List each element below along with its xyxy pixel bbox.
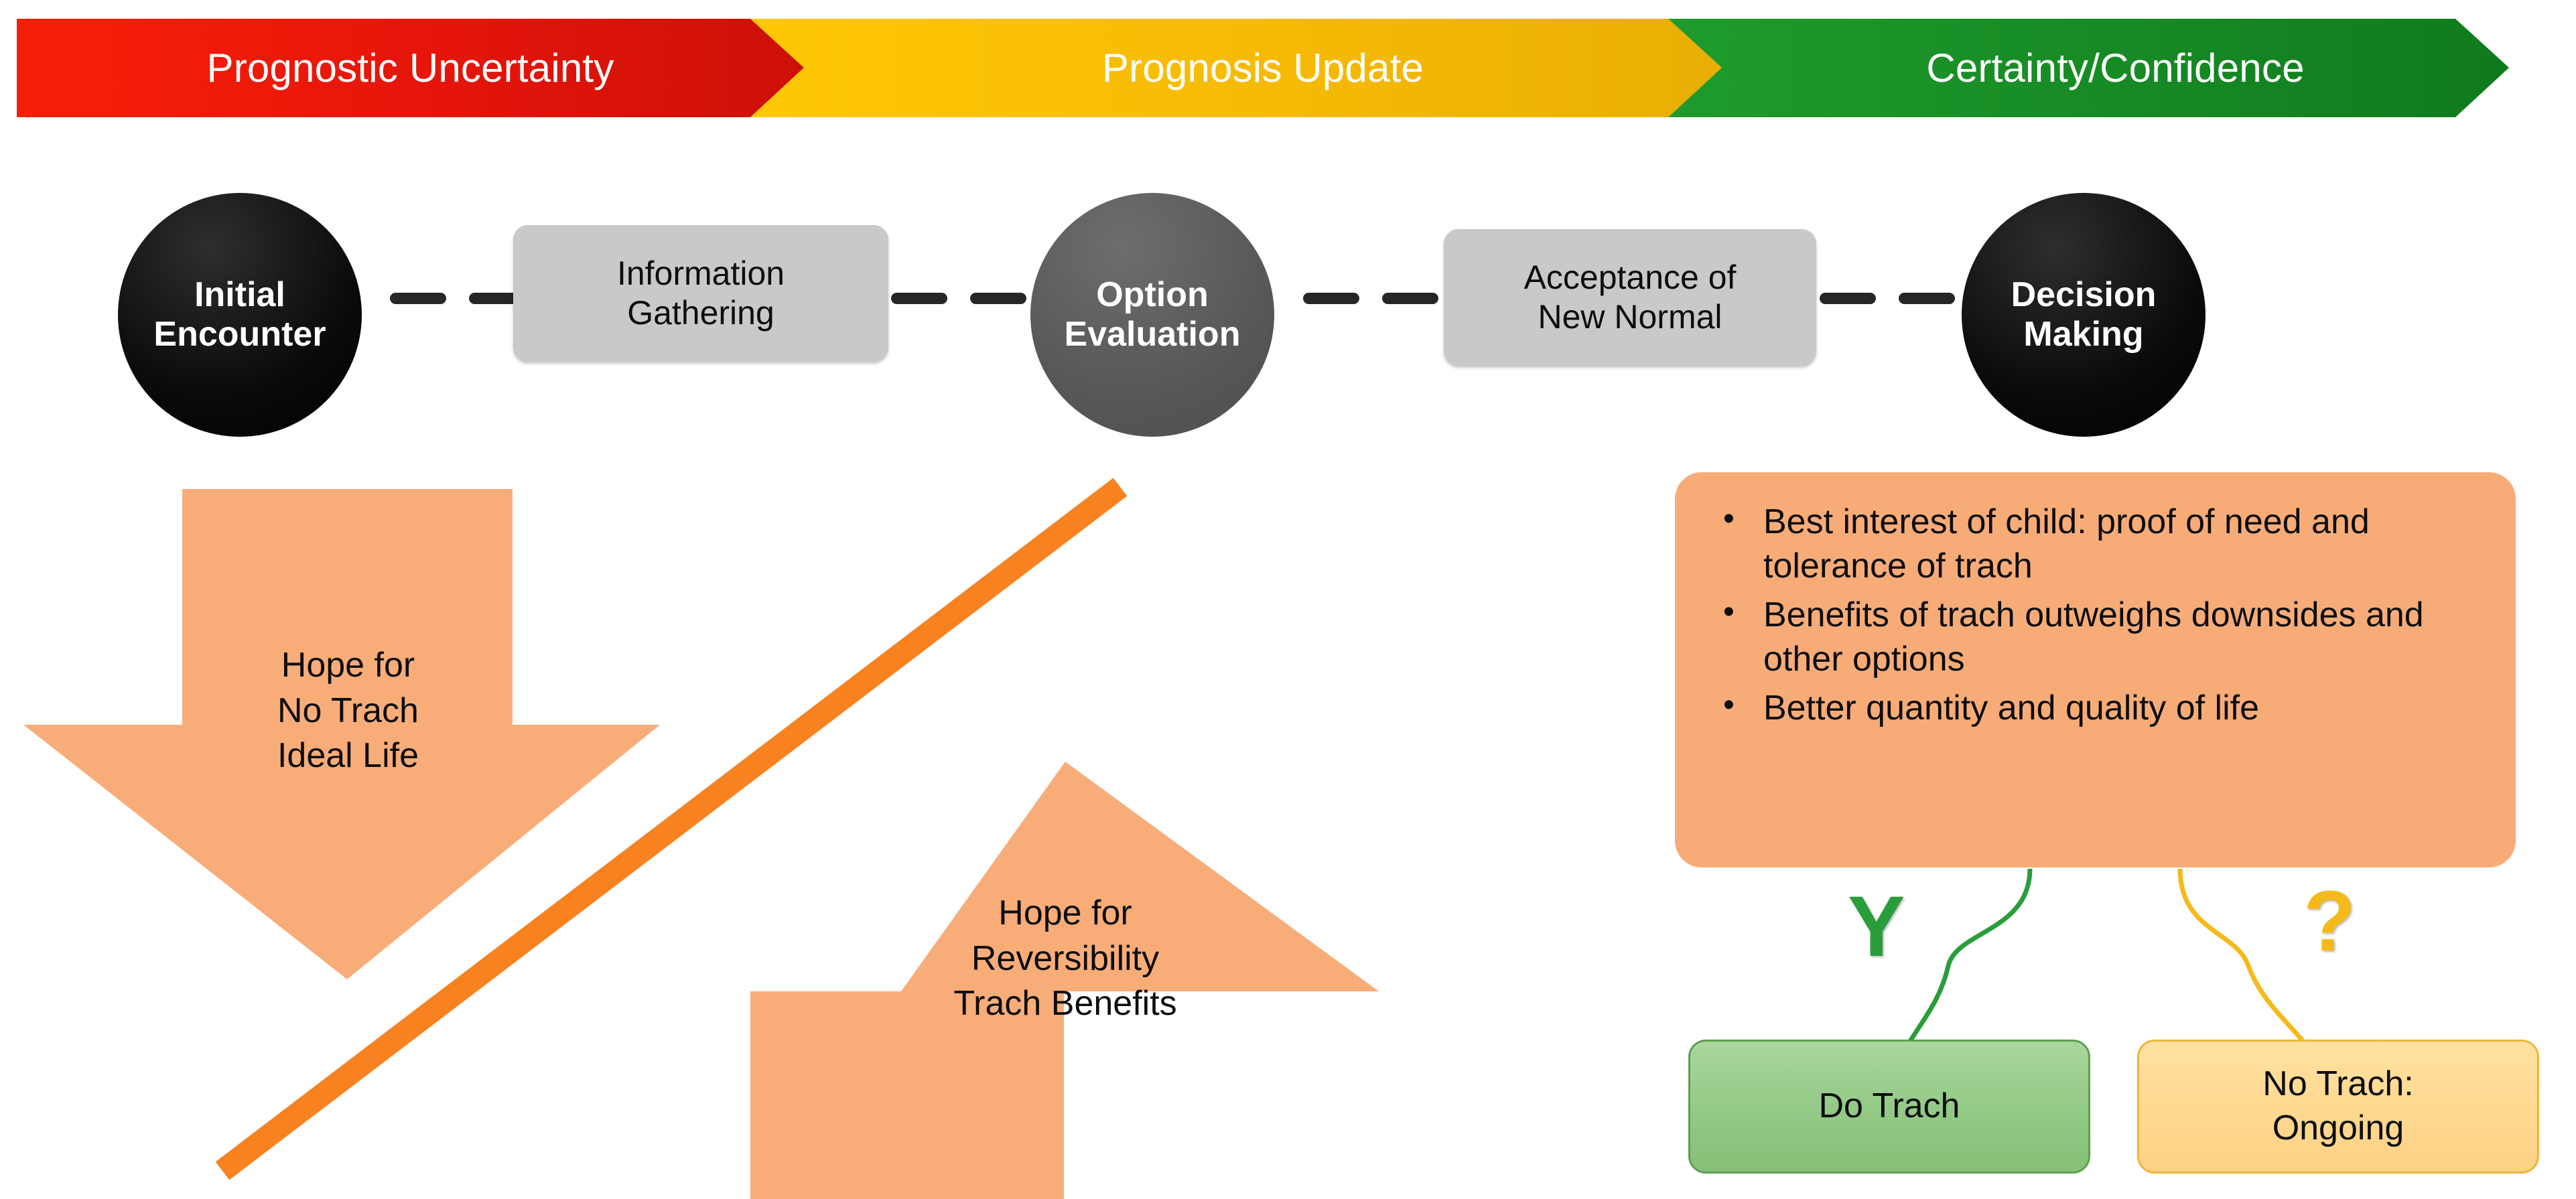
timeline-node-label: Option Evaluation <box>1064 275 1241 354</box>
timeline-dash-3a <box>1303 293 1359 304</box>
timeline-node-option-evaluation[interactable]: Option Evaluation <box>1030 193 1274 437</box>
green-decision-arrow-path <box>1888 868 2033 1080</box>
banner-label-prognostic-uncertainty: Prognostic Uncertainty <box>206 46 614 90</box>
banner-segment-shape-2 <box>1668 19 2509 117</box>
unknown-branch-glyph: ? <box>2303 873 2356 969</box>
timeline-node-label: Acceptance of New Normal <box>1523 259 1737 336</box>
timeline-dash-1a <box>390 293 446 304</box>
criteria-item: Benefits of trach outweighs downsides an… <box>1711 592 2485 681</box>
down-arrow-label: Hope for No Trach Ideal Life <box>277 646 419 776</box>
timeline-node-label: Information Gathering <box>616 255 785 332</box>
timeline-node-label: Initial Encounter <box>153 275 326 354</box>
banner-label-certainty-confidence: Certainty/Confidence <box>1926 46 2305 90</box>
criteria-item: Better quantity and quality of life <box>1711 685 2485 731</box>
timeline-dash-2b <box>970 293 1026 304</box>
timeline-node-decision-making[interactable]: Decision Making <box>1962 193 2206 437</box>
criteria-item: Best interest of child: proof of need an… <box>1711 499 2485 588</box>
timeline-dash-3b <box>1382 293 1438 304</box>
timeline-dash-1b <box>469 293 525 304</box>
criteria-list: Best interest of child: proof of need an… <box>1711 499 2485 731</box>
phase-banner: Prognostic Uncertainty Prognosis Update … <box>0 0 2576 134</box>
yes-branch-glyph: Y <box>1848 879 1905 975</box>
up-arrow-shape <box>750 762 1379 1199</box>
timeline-dash-4b <box>1899 293 1955 304</box>
outcome-label: No Trach: Ongoing <box>2262 1064 2414 1147</box>
timeline-node-acceptance-of-new-normal[interactable]: Acceptance of New Normal <box>1444 229 1816 366</box>
timeline-dash-2a <box>891 293 947 304</box>
outcome-box-no-trach[interactable]: No Trach: Ongoing <box>2137 1040 2539 1174</box>
outcome-label: Do Trach <box>1818 1086 1960 1126</box>
timeline-dash-4a <box>1820 293 1876 304</box>
timeline-node-information-gathering[interactable]: Information Gathering <box>513 225 888 362</box>
decision-criteria-box: Best interest of child: proof of need an… <box>1675 472 2516 867</box>
down-arrow-shape <box>23 489 660 979</box>
outcome-box-do-trach[interactable]: Do Trach <box>1688 1040 2090 1174</box>
timeline-node-initial-encounter[interactable]: Initial Encounter <box>118 193 362 437</box>
banner-segment-shape-0 <box>17 19 804 117</box>
timeline-node-label: Decision Making <box>2011 275 2157 354</box>
banner-chevrons <box>17 19 2509 117</box>
banner-label-prognosis-update: Prognosis Update <box>1101 46 1424 90</box>
banner-segment-shape-1 <box>750 19 1722 117</box>
diagonal-trend-line <box>215 478 1128 1180</box>
up-arrow-label: Hope for Reversibility Trach Benefits <box>953 894 1177 1024</box>
